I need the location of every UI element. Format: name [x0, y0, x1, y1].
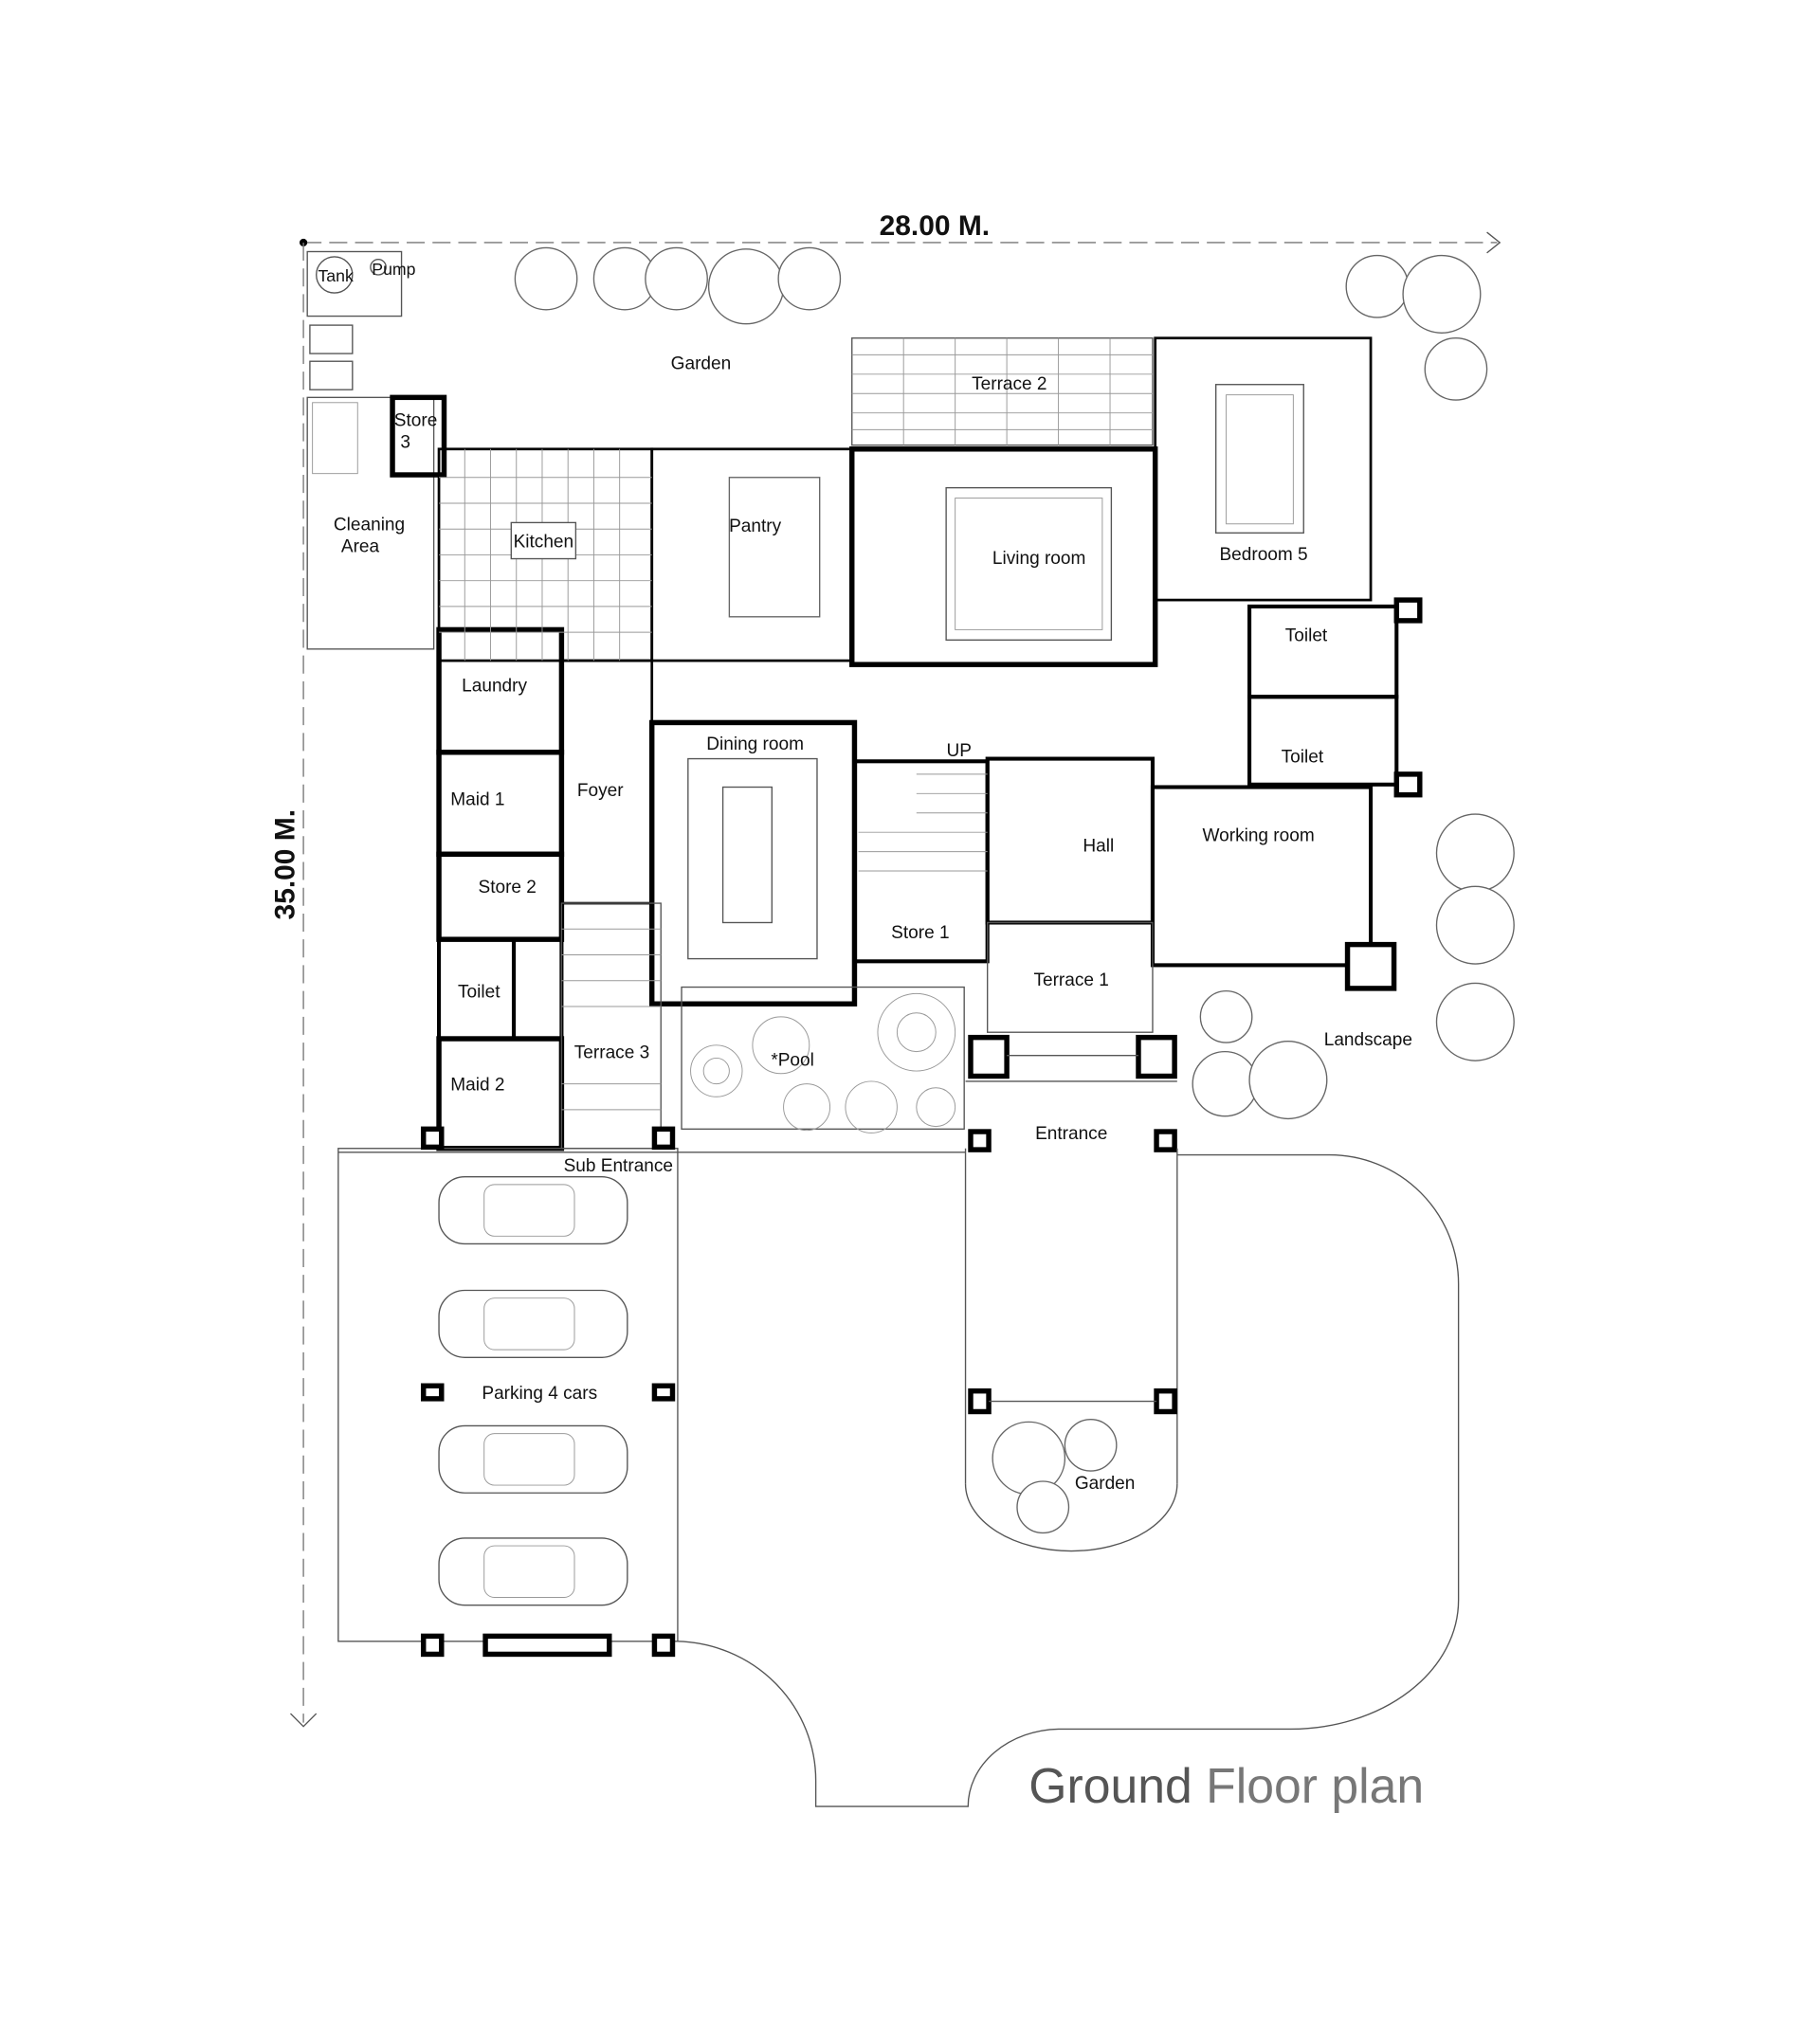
- landscape-label: Landscape: [1324, 1030, 1412, 1050]
- dining-room-label: Dining room: [706, 734, 804, 754]
- cleaning-area-label-2: Area: [341, 537, 380, 557]
- plan-title-rest: Floor plan: [1206, 1758, 1424, 1813]
- entrance-label: Entrance: [1035, 1124, 1107, 1144]
- tank-label: Tank: [318, 266, 354, 285]
- sub-entrance-label: Sub Entrance: [564, 1156, 673, 1176]
- terrace-2-label: Terrace 2: [972, 374, 1046, 394]
- toilet-label: Toilet: [1282, 748, 1324, 768]
- kitchen-label: Kitchen: [514, 532, 574, 552]
- walls: [390, 336, 1423, 1152]
- pantry-label: Pantry: [729, 517, 782, 536]
- stair-up-label: UP: [947, 741, 972, 761]
- terrace-2: Terrace 2: [851, 337, 1154, 446]
- foyer-label: Foyer: [577, 781, 624, 801]
- staircase: [858, 773, 988, 872]
- terrace-3-label: Terrace 3: [574, 1043, 649, 1062]
- plan-title: Ground Floor plan: [1028, 1758, 1424, 1813]
- car: [438, 1424, 628, 1494]
- garden-bottom-label: Garden: [1075, 1474, 1136, 1494]
- parking-label: Parking 4 cars: [482, 1384, 597, 1404]
- toilet-label: Toilet: [1285, 626, 1328, 646]
- maid-2-label: Maid 2: [450, 1075, 504, 1095]
- living-room-label: Living room: [992, 549, 1085, 569]
- laundry-label: Laundry: [462, 677, 527, 697]
- car: [438, 1176, 628, 1245]
- store-3-label: Store: [394, 410, 438, 430]
- plan-title-bold: Ground: [1028, 1758, 1192, 1813]
- entrance-area: [964, 1034, 1178, 1552]
- bedroom-5-label: Bedroom 5: [1219, 545, 1307, 565]
- kitchen-tiles: [439, 448, 652, 662]
- trees: [514, 246, 1515, 1534]
- pump-label: Pump: [372, 260, 415, 279]
- store-3-number: 3: [400, 432, 410, 452]
- parking-area: [337, 1126, 679, 1658]
- depth-dimension: 35.00 M.: [270, 242, 318, 1728]
- width-dimension: 28.00 M.: [300, 210, 1502, 254]
- store-1-label: Store 1: [891, 923, 949, 943]
- garden-top-label: Garden: [671, 354, 732, 373]
- working-room-label: Working room: [1203, 826, 1315, 846]
- store-2-label: Store 2: [479, 878, 537, 898]
- pool: *Pool: [681, 986, 965, 1133]
- room-labels: Store 3 Cleaning Area Kitchen Pantry Liv…: [334, 410, 1412, 1494]
- maid-1-label: Maid 1: [450, 790, 504, 810]
- hall-label: Hall: [1083, 837, 1114, 857]
- cleaning-area-label: Cleaning: [334, 516, 405, 535]
- car: [438, 1289, 628, 1358]
- car: [438, 1537, 628, 1606]
- pool-label: *Pool: [771, 1051, 814, 1071]
- depth-label: 35.00 M.: [270, 809, 301, 919]
- terrace-1-label: Terrace 1: [1033, 970, 1108, 990]
- toilet-label: Toilet: [458, 982, 500, 1002]
- width-label: 28.00 M.: [880, 210, 991, 242]
